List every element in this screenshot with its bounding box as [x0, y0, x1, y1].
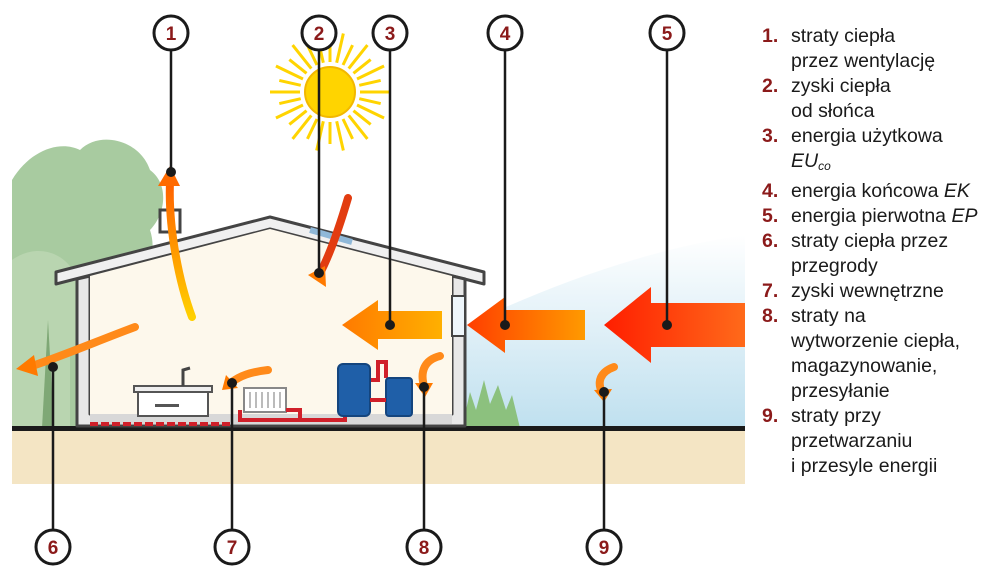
sun-ray — [275, 64, 304, 81]
marker-4: 4 — [486, 14, 524, 52]
legend-number: 8. — [762, 305, 779, 327]
sun-ray — [356, 103, 385, 120]
legend-text: energia pierwotna EP — [791, 205, 978, 227]
sun-ray — [358, 97, 382, 106]
legend-item-4: 4. energia końcowa EK — [762, 179, 998, 204]
marker-6-label: 6 — [48, 538, 59, 559]
sun-ray — [275, 103, 304, 120]
legend-subscript: co — [818, 159, 831, 173]
sun-ray — [335, 33, 345, 64]
marker-4-label: 4 — [500, 24, 511, 45]
sun-ray — [288, 58, 308, 75]
sun-ray — [291, 44, 313, 70]
sun-ray — [356, 64, 385, 81]
legend-item-8: 8. straty na wytworzenie ciepła, magazyno… — [762, 304, 998, 404]
legend-number: 4. — [762, 180, 779, 202]
sun-ray — [306, 118, 319, 140]
arrow-primary-energy — [604, 287, 745, 363]
marker-2-label: 2 — [314, 24, 325, 45]
ground — [12, 428, 745, 484]
marker-1-label: 1 — [166, 24, 177, 45]
marker-5-label: 5 — [662, 24, 673, 45]
legend-symbol: EK — [943, 180, 970, 202]
marker-5: 5 — [648, 14, 686, 52]
legend-item-7: 7. zyski wewnętrzne — [762, 279, 998, 304]
legend-symbol: EU — [791, 150, 819, 172]
legend-text: straty ciepła przez przegrody — [791, 230, 949, 277]
legend-number: 9. — [762, 405, 779, 427]
sun-ray — [347, 44, 369, 70]
sun-ray — [341, 44, 354, 66]
marker-6: 6 — [34, 528, 72, 566]
legend-number: 6. — [762, 230, 779, 252]
legend-text: zyski ciepła od słońca — [791, 75, 891, 122]
marker-8-label: 8 — [419, 538, 430, 559]
marker-7-label: 7 — [227, 538, 238, 559]
legend-item-9: 9. straty przy przetwarzaniu i przesyle e… — [762, 404, 998, 479]
grass — [462, 380, 520, 428]
legend: 1. straty ciepła przez wentylację 2. zyski… — [762, 24, 998, 479]
legend-number: 5. — [762, 205, 779, 227]
legend-text: energia końcowa EK — [791, 180, 970, 202]
kitchen-unit — [133, 366, 213, 417]
sun-ray — [278, 97, 302, 106]
sun-ray — [358, 78, 382, 87]
sun-icon — [270, 33, 390, 151]
marker-9-label: 9 — [599, 538, 610, 559]
leader-lines — [51, 50, 669, 530]
legend-item-6: 6. straty ciepła przez przegrody — [762, 229, 998, 279]
legend-item-1: 1. straty ciepła przez wentylację — [762, 24, 998, 74]
legend-text: zyski wewnętrzne — [791, 280, 944, 302]
legend-text: straty przy przetwarzaniu i przesyle ene… — [791, 405, 938, 477]
sun-ray — [352, 109, 372, 126]
marker-1: 1 — [152, 14, 190, 52]
marker-2: 2 — [300, 14, 338, 52]
legend-symbol: EP — [951, 205, 978, 227]
marker-7: 7 — [213, 528, 251, 566]
legend-text: straty ciepła przez wentylację — [791, 25, 936, 72]
legend-number: 3. — [762, 125, 779, 147]
marker-8: 8 — [405, 528, 443, 566]
marker-3: 3 — [371, 14, 409, 52]
sun-ray — [278, 78, 302, 87]
legend-item-2: 2. zyski ciepła od słońca — [762, 74, 998, 124]
legend-text: straty na wytworzenie ciepła, magazynowa… — [791, 305, 961, 402]
legend-number: 2. — [762, 75, 779, 97]
sky-haze — [455, 235, 745, 428]
legend-number: 7. — [762, 280, 779, 302]
heating-unit — [337, 360, 413, 417]
arrow-final-energy — [467, 297, 585, 353]
ground-line — [12, 426, 745, 431]
marker-3-label: 3 — [385, 24, 396, 45]
legend-number: 1. — [762, 25, 779, 47]
sun-ray — [335, 120, 345, 151]
sun-ray — [352, 58, 372, 75]
legend-item-5: 5. energia pierwotna EP — [762, 204, 998, 229]
sun-ray — [291, 114, 313, 140]
leader-dots — [48, 167, 609, 397]
sun-ray — [288, 109, 308, 126]
sun-disc — [304, 66, 356, 118]
sun-ray — [347, 114, 369, 140]
marker-9: 9 — [585, 528, 623, 566]
sun-ray — [341, 118, 354, 140]
